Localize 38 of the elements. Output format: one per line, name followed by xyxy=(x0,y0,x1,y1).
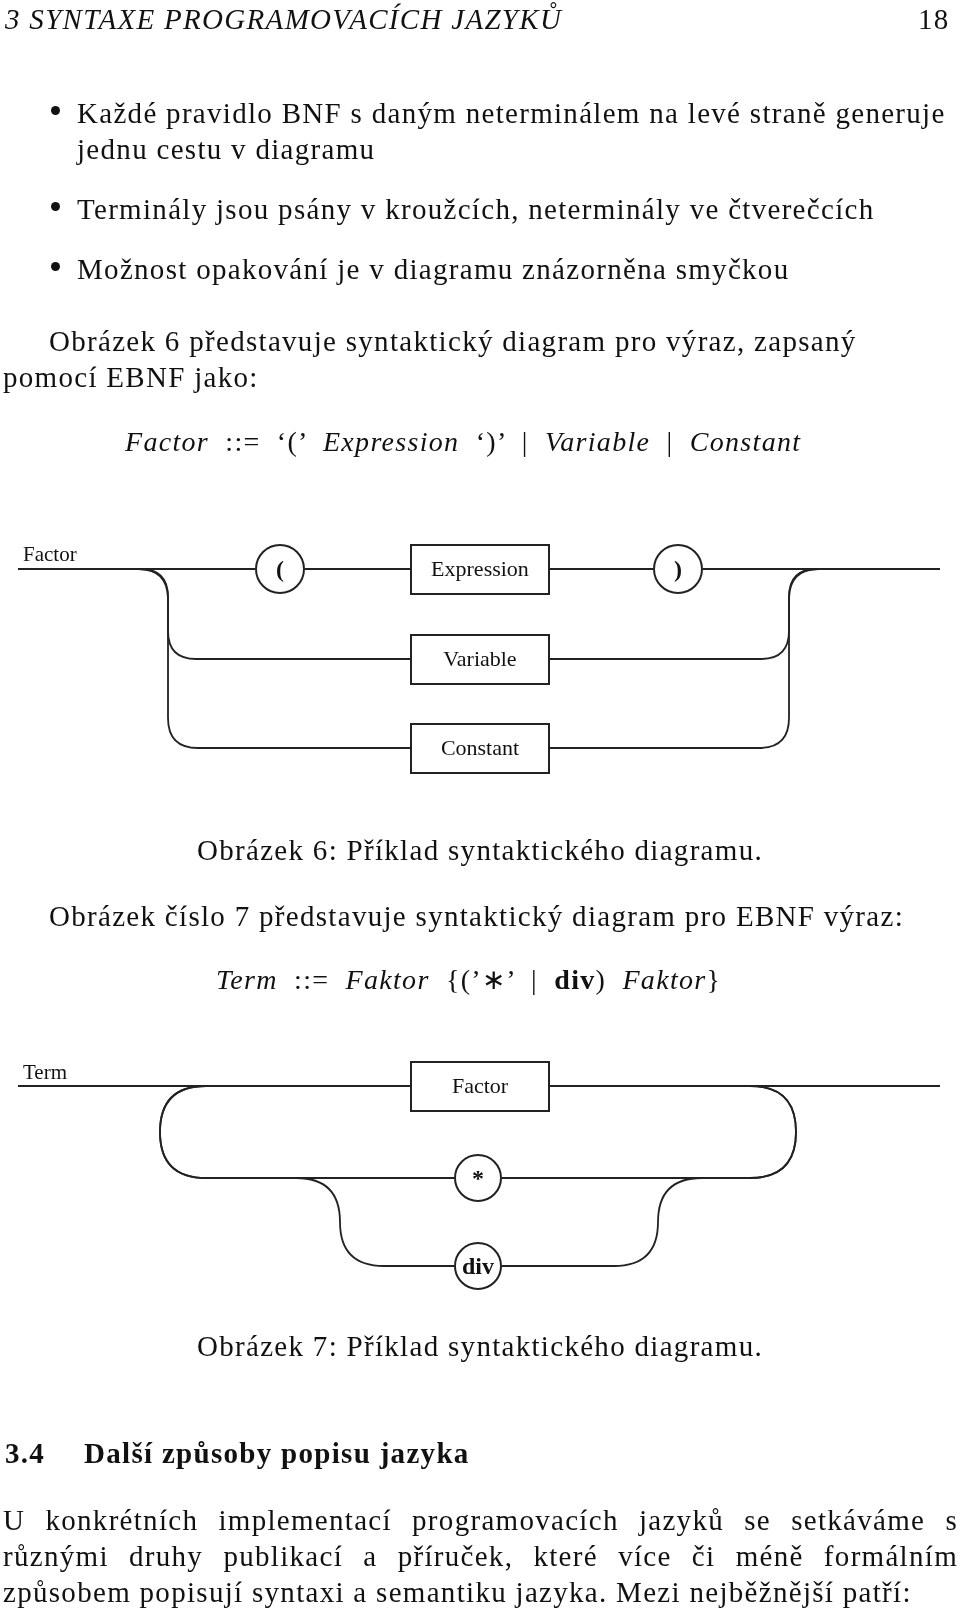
terminal-symbol: ( xyxy=(276,557,284,581)
railroad-track xyxy=(17,568,411,749)
terminal-circle xyxy=(454,1242,502,1290)
railroad-track xyxy=(159,1085,455,1267)
bullet-text: Každé pravidlo BNF s daným neterminálem na levé straně generuje jednu cestu v diagramu xyxy=(77,96,947,167)
bullet-text: Terminály jsou psány v kroužcích, neterminály ve čtverečcích xyxy=(77,192,876,227)
terminal-circle xyxy=(653,544,703,594)
nonterminal-name: Constant xyxy=(440,737,520,759)
paragraph: Obrázek číslo 7 představuje syntaktický diagram pro EBNF výraz: xyxy=(49,899,905,934)
nonterminal-box xyxy=(410,633,550,685)
railroad-track xyxy=(501,1085,797,1267)
figure-caption: Obrázek 7: Příklad syntaktického diagramu. xyxy=(196,1329,764,1364)
nonterminal-box xyxy=(410,722,550,774)
figure-caption: Obrázek 6: Příklad syntaktického diagramu. xyxy=(196,833,764,868)
diagram-name: Term xyxy=(23,1058,67,1086)
ebnf-formula: Factor ::= ‘(’ Expression ‘)’ | Variable | Constant xyxy=(125,425,802,459)
paragraph: Obrázek 6 představuje syntaktický diagram pro výraz, zapsaný pomocí EBNF jako: xyxy=(3,324,858,395)
ebnf-formula: Term ::= Faktor {(’∗’ | div) Faktor} xyxy=(216,963,722,997)
railroad-track xyxy=(304,568,411,570)
page-number: 18 xyxy=(918,2,950,37)
terminal-symbol: ) xyxy=(674,557,682,581)
section-number: 3.4 xyxy=(5,1436,46,1471)
terminal-symbol: * xyxy=(472,1166,484,1190)
railroad-track xyxy=(549,568,941,749)
diagram-name: Factor xyxy=(23,540,77,568)
bullet-text: Možnost opakování je v diagramu znázorněna smyčkou xyxy=(77,252,791,287)
nonterminal-box xyxy=(410,543,550,595)
terminal-circle xyxy=(255,544,305,594)
nonterminal-name: Variable xyxy=(443,648,517,670)
nonterminal-name: Expression xyxy=(431,558,529,580)
running-header: 3 SYNTAXE PROGRAMOVACÍCH JAZYKŮ xyxy=(5,1,563,37)
railroad-track xyxy=(549,568,654,570)
nonterminal-name: Factor xyxy=(451,1075,509,1097)
terminal-circle xyxy=(454,1154,502,1202)
terminal-symbol: div xyxy=(462,1254,494,1278)
paragraph: U konkrétních implementací programovacích jazyků se setkáváme s různými druhy publikací a příruček, které více či méně formálním způsobem popisují syntaxi a semantiku jazyka. Mezi nejběžnější patří: xyxy=(3,1503,958,1610)
nonterminal-box xyxy=(410,1060,550,1112)
section-heading: Další způsoby popisu jazyka xyxy=(84,1436,470,1471)
